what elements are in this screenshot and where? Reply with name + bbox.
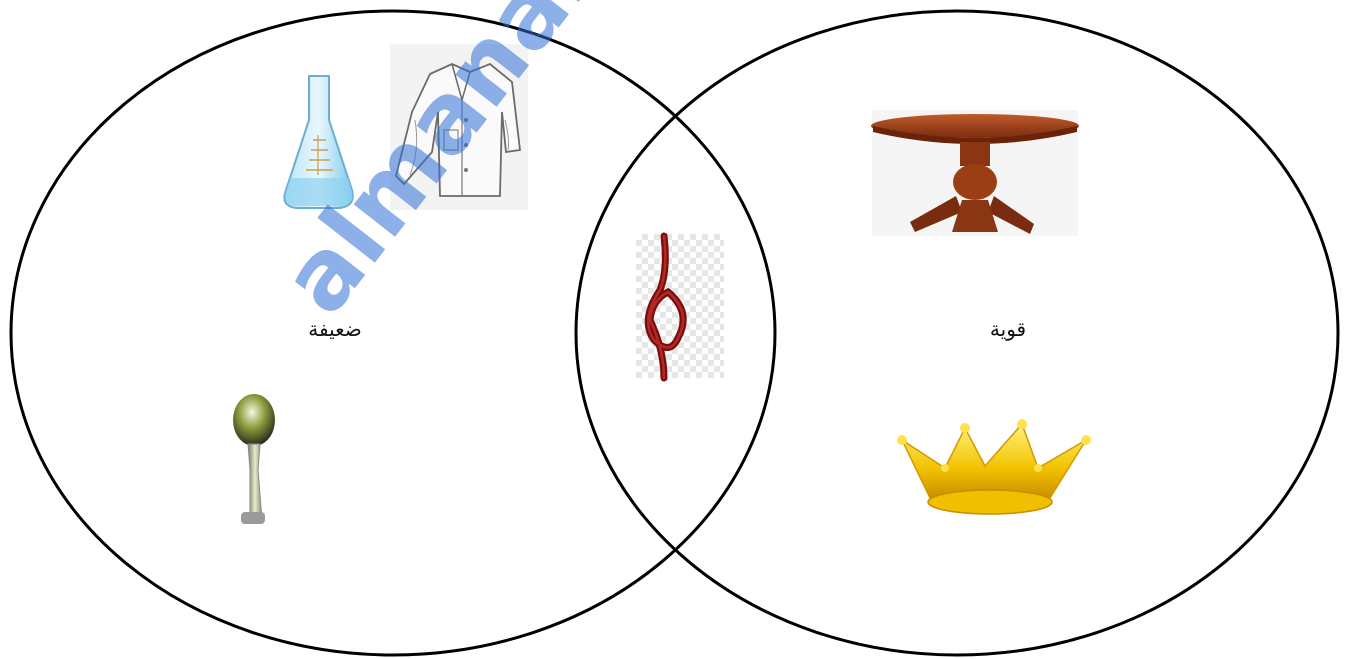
- spoon-icon: [233, 394, 275, 524]
- rope-knot-icon: [636, 234, 724, 378]
- crown-icon: [897, 419, 1091, 514]
- set-label-strong: قوية: [990, 317, 1026, 341]
- table-icon: [871, 110, 1079, 236]
